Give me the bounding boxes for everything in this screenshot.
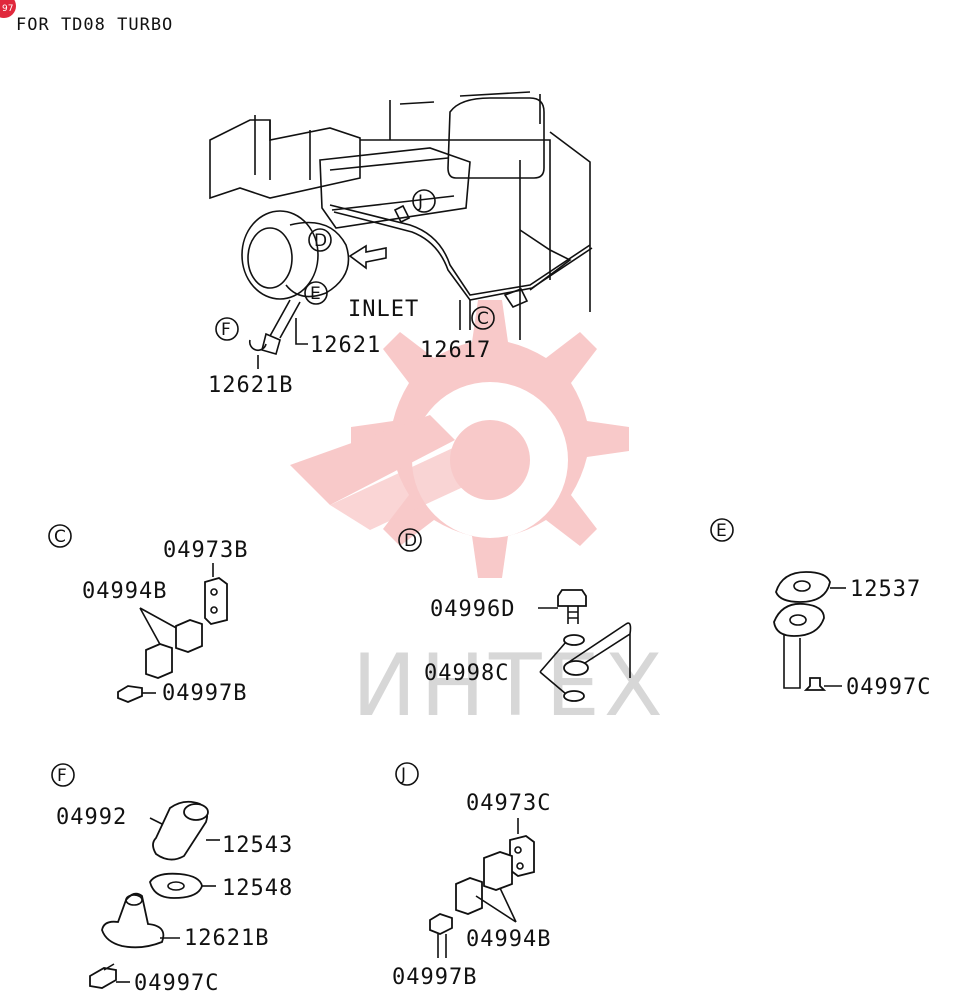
gasket-12548 <box>149 872 203 899</box>
detail-j-marker: J <box>400 765 406 785</box>
clip-upper-j <box>483 851 513 891</box>
engine-turbo-illustration <box>209 91 593 355</box>
washer-upper <box>563 634 585 646</box>
leader-04994b-c <box>139 607 181 649</box>
drain-pipe-stub <box>783 634 801 689</box>
detail-c-marker: C <box>54 527 66 547</box>
detail-f: F 04992 12543 12548 12621B 04997C <box>51 763 293 996</box>
detail-e: E 12537 04997C <box>710 518 931 700</box>
callout-j-label: J <box>417 192 423 212</box>
part-12621: 12621 <box>310 333 381 358</box>
detail-d-marker-circle <box>398 528 422 552</box>
part-04992: 04992 <box>56 805 127 830</box>
part-04994b-j: 04994B <box>466 927 551 952</box>
clamp-04973b <box>204 577 228 625</box>
part-12621b-f: 12621B <box>184 926 269 951</box>
detail-e-marker-circle <box>710 518 734 542</box>
leader-04998c <box>539 641 567 695</box>
part-04997c-e: 04997C <box>846 675 931 700</box>
callout-e-label: E <box>310 284 321 304</box>
gasket-12537 <box>775 571 831 603</box>
detail-e-marker: E <box>716 521 727 541</box>
washer-lower <box>563 690 585 702</box>
flange-pipe <box>773 602 825 637</box>
part-12537: 12537 <box>850 577 921 602</box>
callout-d-circle <box>308 228 332 252</box>
inlet-label: INLET <box>348 297 419 322</box>
clamp-04973c <box>509 835 535 877</box>
part-04998c: 04998C <box>424 661 509 686</box>
leader-12621 <box>295 318 308 345</box>
detail-f-marker-circle <box>51 763 75 787</box>
part-04973c: 04973C <box>466 791 551 816</box>
part-04997b-c: 04997B <box>162 681 247 706</box>
part-12621b-main: 12621B <box>208 373 293 398</box>
page-badge <box>0 0 16 18</box>
page-badge-number: 97 <box>2 4 13 14</box>
detail-d: D 04996D 04998C <box>398 528 632 702</box>
clip-upper-c <box>175 619 203 653</box>
callout-d-label: D <box>314 231 327 251</box>
diagram-title: FOR TD08 TURBO <box>16 15 173 35</box>
part-04973b: 04973B <box>163 538 248 563</box>
part-04997c-f: 04997C <box>134 971 219 996</box>
detail-c-marker-circle <box>48 524 72 548</box>
part-12617: 12617 <box>420 338 491 363</box>
detail-j-marker-circle <box>395 762 419 786</box>
part-04997b-j: 04997B <box>392 965 477 990</box>
bolt-04997c-f <box>89 967 117 989</box>
bolt-04997c-e <box>803 677 827 691</box>
detail-j: J 04973C 04994B 04997B <box>392 762 551 990</box>
part-12548: 12548 <box>222 876 293 901</box>
bolt-04997b-c <box>117 685 143 703</box>
callout-j-circle <box>412 189 436 213</box>
pipe-12621b <box>101 892 165 949</box>
part-12543: 12543 <box>222 833 293 858</box>
detail-f-marker: F <box>57 766 67 786</box>
part-04994b-c: 04994B <box>82 579 167 604</box>
clip-lower-c <box>145 643 173 679</box>
detail-d-marker: D <box>404 531 417 551</box>
leader-04994b-j <box>475 887 517 923</box>
callout-c-label: C <box>477 309 489 329</box>
banjo-bolt-head <box>557 589 587 607</box>
watermark-gear-logo <box>290 300 629 578</box>
bolt-04997b-j <box>429 913 453 935</box>
callout-f-circle <box>215 317 239 341</box>
part-04996d: 04996D <box>430 597 515 622</box>
clip-lower-j <box>455 877 483 915</box>
watermark-text: ИНТЕХ <box>352 636 667 736</box>
callout-e-circle <box>304 281 328 305</box>
banjo-eye <box>563 660 589 676</box>
detail-c: C 04973B 04994B 04997B <box>48 524 248 706</box>
callout-c-circle <box>471 306 495 330</box>
callout-f-label: F <box>221 320 231 340</box>
